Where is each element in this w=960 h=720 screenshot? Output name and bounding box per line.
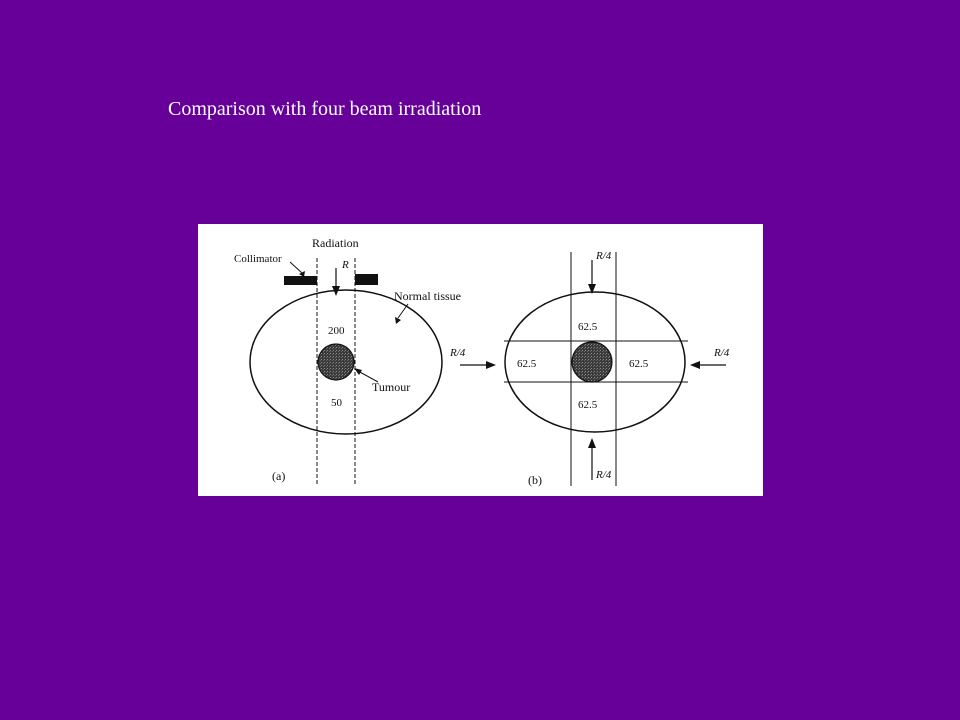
beam-label-top-b: R/4 — [595, 250, 612, 262]
beam-arrowhead-left-b — [486, 361, 496, 369]
figure-svg: Radiation Collimator R Normal tissue 200… — [234, 236, 730, 487]
normal-tissue-outline-a — [249, 289, 443, 435]
normal-tissue-pointer-head — [395, 317, 401, 324]
beam-label-left-b: R/4 — [449, 347, 466, 359]
beam-arrowhead-right-b — [690, 361, 700, 369]
tumour-pointer — [357, 370, 379, 383]
beam-label-right-b: R/4 — [713, 347, 730, 359]
beam-arrowhead-top-b — [588, 284, 596, 294]
slide-title: Comparison with four beam irradiation — [168, 98, 482, 120]
tumour-a — [317, 343, 355, 381]
dose-lower-a: 50 — [331, 397, 343, 409]
dose-bottom-b: 62.5 — [578, 399, 598, 411]
beam-label-a: R — [341, 259, 349, 271]
dose-left-b: 62.5 — [517, 358, 537, 370]
panel-a: Radiation Collimator R Normal tissue 200… — [234, 236, 461, 486]
radiation-label: Radiation — [312, 236, 359, 250]
collimator-pointer — [289, 261, 303, 274]
dose-upper-a: 200 — [328, 325, 345, 337]
panel-b-caption: (b) — [528, 473, 542, 487]
collimator-pointer-head — [299, 271, 305, 277]
dose-right-b: 62.5 — [629, 358, 649, 370]
panel-a-caption: (a) — [272, 469, 285, 483]
beam-label-bottom-b: R/4 — [595, 469, 612, 481]
normal-tissue-label: Normal tissue — [394, 289, 461, 303]
tumour-label: Tumour — [372, 380, 410, 394]
dose-top-b: 62.5 — [578, 321, 598, 333]
normal-tissue-pointer — [397, 303, 409, 319]
normal-tissue-outline-b — [504, 291, 686, 433]
tumour-b — [571, 341, 613, 383]
panel-b: R/4 R/4 R/4 R/4 62.5 62.5 62.5 62.5 (b) — [449, 250, 730, 487]
collimator-label: Collimator — [234, 253, 282, 265]
collimator-block-left — [284, 276, 317, 285]
beam-arrowhead-bottom-b — [588, 438, 596, 448]
tumour-pointer-head — [354, 368, 362, 375]
beam-irradiation-figure: Radiation Collimator R Normal tissue 200… — [198, 224, 763, 496]
beam-arrowhead-a — [332, 286, 340, 296]
collimator-block-right — [355, 274, 378, 285]
